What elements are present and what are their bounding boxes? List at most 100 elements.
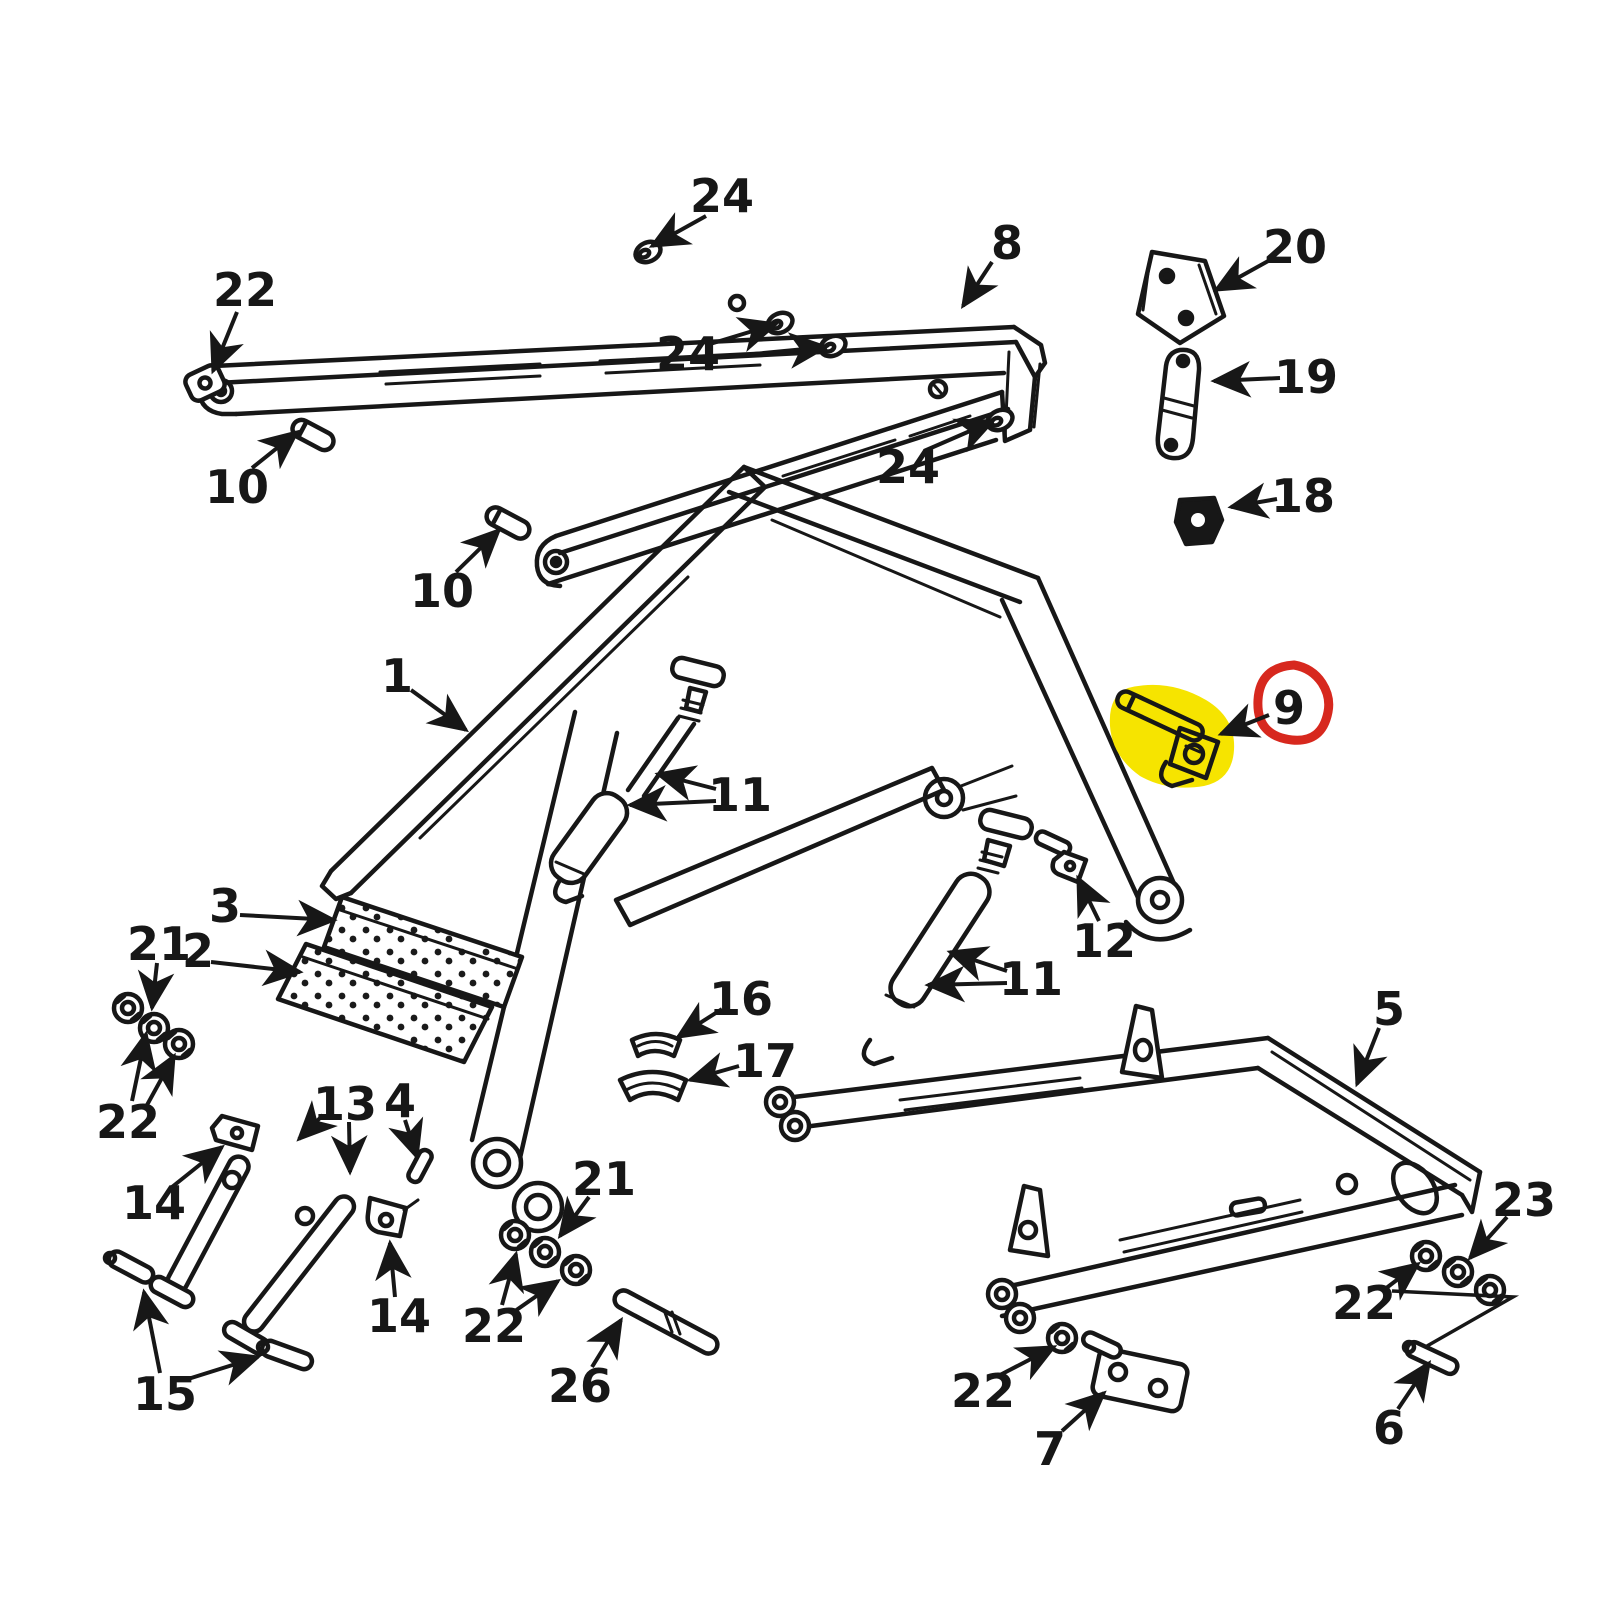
frame-8 bbox=[196, 293, 1048, 589]
leader-4 bbox=[388, 1116, 424, 1161]
part-12 bbox=[1033, 829, 1089, 885]
part-label-22-mid: 22 bbox=[462, 1299, 526, 1353]
leader-22-mid bbox=[488, 1250, 524, 1306]
leader-14-upper bbox=[170, 1144, 225, 1189]
part-label-9: 9 bbox=[1273, 681, 1305, 735]
pin-15-right bbox=[255, 1338, 315, 1372]
part-label-7: 7 bbox=[1034, 1422, 1066, 1476]
pin-26 bbox=[612, 1288, 720, 1356]
pin-15-left bbox=[102, 1249, 156, 1285]
step-plates-2-3 bbox=[275, 894, 525, 1065]
leader-22-left bbox=[140, 1052, 176, 1106]
strap-19 bbox=[1155, 347, 1202, 461]
part-label-1: 1 bbox=[381, 649, 413, 703]
leader-20 bbox=[1212, 256, 1271, 292]
leader-22-left bbox=[120, 1030, 157, 1102]
part-label-24-top: 24 bbox=[690, 169, 754, 223]
part-label-11-right: 11 bbox=[999, 952, 1063, 1006]
pad-17 bbox=[617, 1069, 689, 1103]
leader-13 bbox=[330, 1121, 368, 1176]
part-label-3: 3 bbox=[209, 879, 241, 933]
part-label-5: 5 bbox=[1373, 982, 1405, 1036]
leader-22-top-left bbox=[209, 311, 244, 375]
leader-lines bbox=[120, 212, 1520, 1433]
bracket-14-upper bbox=[209, 1113, 261, 1153]
leader-16 bbox=[674, 1001, 724, 1039]
leader-8 bbox=[960, 260, 999, 310]
cylinder-11-left bbox=[548, 655, 726, 905]
part-label-16: 16 bbox=[709, 972, 773, 1026]
bracket-7 bbox=[1080, 1330, 1190, 1414]
leader-22-mid bbox=[513, 1278, 562, 1318]
block-18 bbox=[1173, 495, 1225, 547]
leader-24-right bbox=[923, 418, 997, 453]
part-label-22-frame5-left: 22 bbox=[951, 1364, 1015, 1418]
part-label-22-frame5-right: 22 bbox=[1332, 1276, 1396, 1330]
leader-14-lower bbox=[375, 1239, 412, 1298]
leader-21-mid bbox=[557, 1195, 597, 1239]
leader-19 bbox=[1210, 361, 1281, 398]
leader-9 bbox=[1217, 703, 1270, 738]
part-label-20: 20 bbox=[1263, 220, 1327, 274]
leader-11-left bbox=[654, 765, 717, 801]
leader-13 bbox=[296, 1100, 338, 1142]
part-9 bbox=[1115, 689, 1221, 789]
part-label-14-upper: 14 bbox=[122, 1176, 186, 1230]
leader-17 bbox=[686, 1052, 740, 1088]
leader-15 bbox=[133, 1288, 170, 1374]
part-9-highlight bbox=[1109, 660, 1334, 789]
part-label-8: 8 bbox=[991, 216, 1023, 270]
part-label-23: 23 bbox=[1492, 1173, 1556, 1227]
leader-22-frame5-right bbox=[1377, 1261, 1421, 1301]
pins-10 bbox=[290, 417, 532, 541]
leader-18 bbox=[1227, 482, 1278, 519]
part-label-2: 2 bbox=[182, 924, 214, 978]
part-label-19: 19 bbox=[1274, 350, 1338, 404]
highlight-ring bbox=[1253, 660, 1334, 745]
leader-23 bbox=[1467, 1215, 1509, 1261]
leader-2 bbox=[210, 949, 304, 987]
plate-20 bbox=[1135, 249, 1227, 346]
leader-24-mid bbox=[709, 317, 780, 353]
part-label-22-left: 22 bbox=[96, 1095, 160, 1149]
leader-26 bbox=[586, 1316, 623, 1369]
leader-extra bbox=[1391, 1289, 1520, 1348]
part-label-17: 17 bbox=[733, 1034, 797, 1088]
leader-1 bbox=[409, 688, 469, 733]
part-label-15: 15 bbox=[133, 1367, 197, 1421]
part-label-24-right: 24 bbox=[876, 440, 940, 494]
part-label-26: 26 bbox=[548, 1359, 612, 1413]
pad-16 bbox=[629, 1031, 683, 1059]
leader-3 bbox=[239, 899, 338, 937]
part-label-6: 6 bbox=[1373, 1401, 1405, 1455]
leader-10-upper bbox=[250, 429, 300, 470]
frame-1 bbox=[319, 464, 1193, 1234]
part-label-11-left: 11 bbox=[708, 768, 772, 822]
pin-4 bbox=[406, 1147, 434, 1185]
part-label-21-mid: 21 bbox=[572, 1152, 636, 1206]
leader-12 bbox=[1076, 874, 1111, 922]
leader-22-frame5-left bbox=[999, 1345, 1058, 1381]
leader-11-left bbox=[626, 784, 717, 822]
leader-6 bbox=[1393, 1359, 1432, 1411]
cylinder-11-right bbox=[861, 807, 1034, 1067]
part-label-22-top-left: 22 bbox=[213, 263, 277, 317]
leader-11-right bbox=[924, 965, 1008, 1003]
leader-7 bbox=[1060, 1390, 1107, 1433]
leader-5 bbox=[1353, 1027, 1388, 1088]
part-label-10-lower: 10 bbox=[410, 564, 474, 618]
leader-10-lower bbox=[454, 527, 502, 574]
part-label-21-left: 21 bbox=[127, 917, 191, 971]
leader-15 bbox=[187, 1350, 262, 1386]
highlight-blob bbox=[1109, 684, 1235, 788]
leader-24-mid bbox=[711, 332, 830, 369]
part-label-10-upper: 10 bbox=[205, 460, 269, 514]
part-label-4: 4 bbox=[384, 1074, 416, 1128]
leader-21-left bbox=[137, 962, 175, 1012]
part-label-13: 13 bbox=[313, 1077, 377, 1131]
part-label-12: 12 bbox=[1072, 914, 1136, 968]
leader-11-right bbox=[946, 946, 1008, 981]
leader-24-top bbox=[648, 212, 707, 248]
part-label-18: 18 bbox=[1271, 469, 1335, 523]
